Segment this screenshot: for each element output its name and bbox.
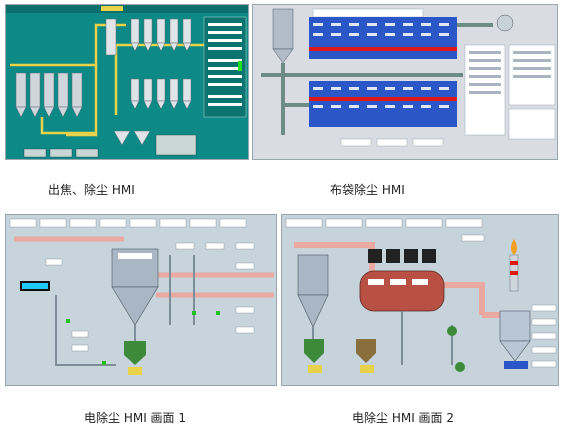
coke-dedusting-diagram (6, 5, 248, 159)
status-leds (66, 311, 220, 365)
hmi-panel-esp-screen-2[interactable] (281, 214, 559, 386)
pumps (447, 326, 465, 372)
right-info-boxes (461, 234, 557, 368)
parameter-panel (203, 16, 247, 118)
caption-esp-screen-1: 电除尘 HMI 画面 1 (84, 411, 186, 425)
caption-esp-screen-2: 电除尘 HMI 画面 2 (352, 411, 454, 425)
hmi-panel-bag-dedusting[interactable] (252, 4, 558, 160)
hoppers (304, 339, 376, 373)
fan-icon (496, 14, 514, 32)
cyclone-tower (297, 254, 329, 328)
indicator-boxes (45, 242, 255, 352)
bag-filter-bank-upper (309, 17, 457, 59)
bottom-cyclones (113, 130, 151, 146)
bottom-silo-row (130, 78, 192, 110)
bag-filter-bank-lower (309, 81, 457, 127)
flame-icon (511, 239, 517, 255)
green-hopper (124, 341, 146, 375)
esp-body (359, 249, 445, 312)
esp-screen-1-diagram (6, 215, 276, 385)
bag-dedusting-diagram (253, 5, 557, 159)
hmi-panel-coke-dedusting[interactable] (5, 4, 249, 160)
bottom-info-boxes (23, 134, 197, 158)
absorber-tower (499, 310, 531, 369)
hmi-panel-esp-screen-1[interactable] (5, 214, 277, 386)
cyclone-tower (105, 18, 117, 56)
silo-tower (272, 8, 294, 64)
top-silo-row (130, 18, 192, 52)
esp-vessel (111, 248, 159, 326)
top-nav-buttons (9, 218, 247, 228)
chimney (509, 239, 519, 292)
pink-pipes (14, 236, 274, 298)
caption-bag-dedusting: 布袋除尘 HMI (330, 183, 405, 197)
left-silo-group (15, 72, 83, 118)
caption-coke-dedusting: 出焦、除尘 HMI (48, 183, 135, 197)
bottom-labels (340, 138, 444, 147)
esp-screen-2-diagram (282, 215, 558, 385)
top-nav-buttons (285, 218, 483, 228)
